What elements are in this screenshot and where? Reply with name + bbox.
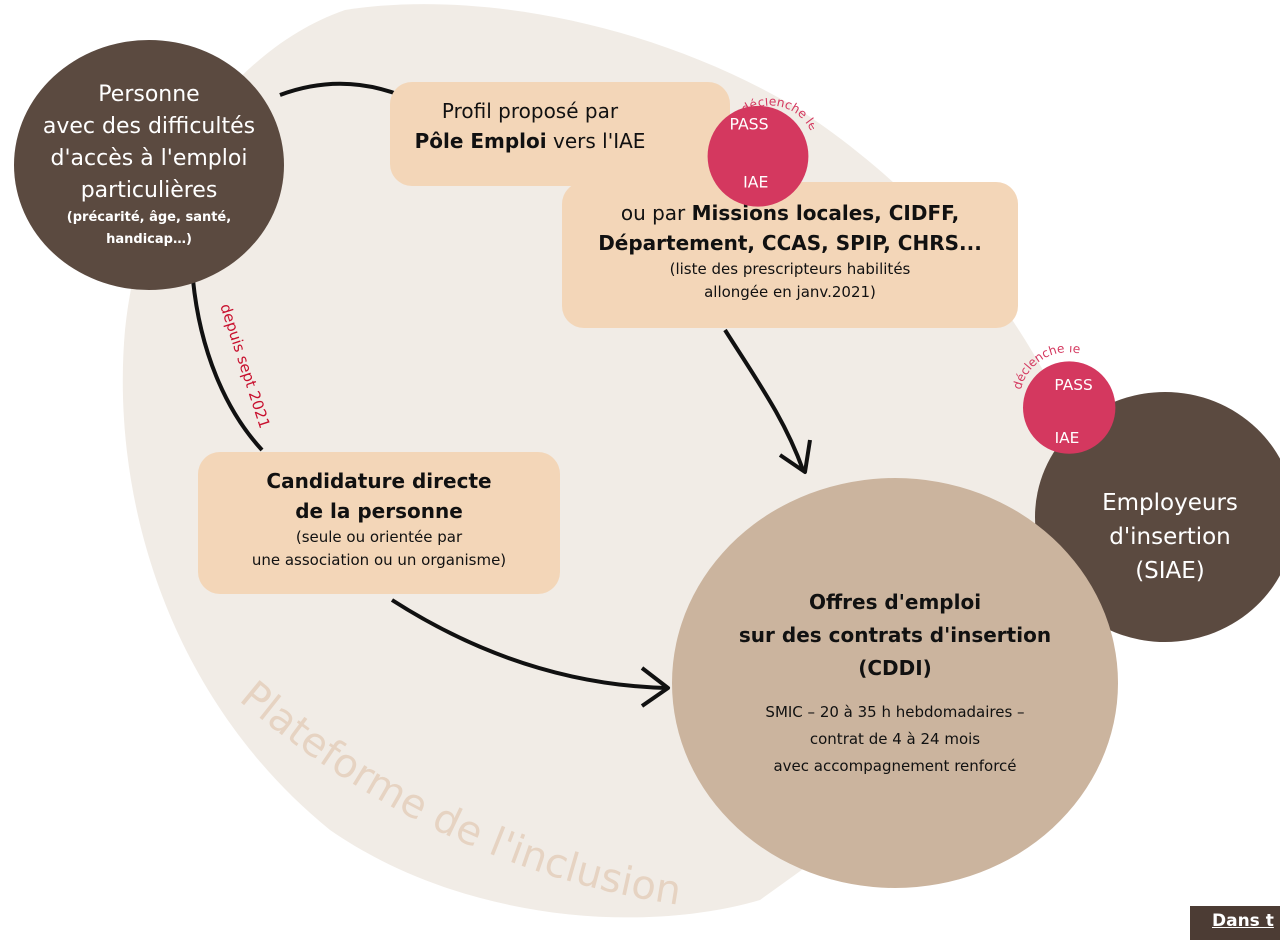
missions-line-1: ou par Missions locales, CIDFF,	[562, 198, 1018, 228]
arrow-icon	[640, 666, 670, 708]
pole-emploi-name: Pôle Emploi	[414, 129, 547, 153]
dans-tab-link[interactable]: Dans t	[1190, 906, 1280, 940]
person-line-4: particulières	[80, 178, 218, 203]
person-note-1: (précarité, âge, santé,	[66, 210, 232, 225]
pole-emploi-box: Profil proposé par Pôle Emploi vers l'IA…	[390, 82, 730, 186]
candidature-note-1: (seule ou orientée par	[295, 528, 463, 546]
person-circle: Personne avec des difficultés d'accès à …	[14, 40, 284, 290]
employeurs-line-3: (SIAE)	[1135, 558, 1205, 584]
offres-circle: Offres d'emploi sur des contrats d'inser…	[672, 478, 1118, 888]
candidature-box: Candidature directe de la personne (seul…	[198, 452, 560, 594]
missions-bold-1: Missions locales, CIDFF,	[691, 201, 960, 225]
pass-badge-pass-2: PASS	[1054, 376, 1092, 394]
arrow-candidature-to-offres	[390, 598, 667, 690]
missions-prefix: ou par	[620, 201, 692, 225]
candidature-note-2: une association ou un organisme)	[251, 551, 507, 569]
missions-line-2: Département, CCAS, SPIP, CHRS...	[598, 231, 982, 255]
offres-detail-3: avec accompagnement renforcé	[773, 757, 1017, 775]
candidature-line-2: de la personne	[295, 499, 463, 523]
person-line-1: Personne	[98, 82, 200, 107]
offres-line-1: Offres d'emploi	[808, 590, 982, 614]
arrow-icon	[778, 439, 812, 474]
candidature-line-1: Candidature directe	[266, 469, 492, 493]
offres-line-2: sur des contrats d'insertion	[738, 623, 1052, 647]
offres-detail-2: contrat de 4 à 24 mois	[809, 730, 981, 748]
pass-iae-badge: déclenche le PASS IAE	[1012, 346, 1116, 454]
offres-detail-1: SMIC – 20 à 35 h hebdomadaires –	[765, 703, 1025, 721]
pass-badge-pass: PASS	[730, 114, 769, 133]
pass-badge-iae-2: IAE	[1055, 429, 1080, 447]
pole-emploi-suffix: vers l'IAE	[546, 129, 646, 153]
pass-badge-iae: IAE	[743, 173, 768, 192]
pass-iae-badge: déclenche le PASS IAE	[707, 98, 814, 207]
connector-person-to-pole-emploi	[279, 81, 401, 97]
person-line-3: d'accès à l'emploi	[50, 146, 248, 171]
missions-box: ou par Missions locales, CIDFF, Départem…	[562, 182, 1018, 328]
employeurs-line-1: Employeurs	[1102, 490, 1238, 516]
connector-person-to-candidature	[191, 279, 264, 452]
missions-note-2: allongée en janv.2021)	[704, 283, 876, 301]
person-note-2: handicap…)	[106, 232, 192, 247]
pole-emploi-line-1: Profil proposé par	[441, 99, 619, 123]
missions-note-1: (liste des prescripteurs habilités	[669, 260, 911, 278]
offres-line-3: (CDDI)	[858, 656, 932, 680]
employeurs-line-2: d'insertion	[1109, 524, 1231, 550]
pole-emploi-line-2: Pôle Emploi vers l'IAE	[390, 126, 730, 156]
person-line-2: avec des difficultés	[42, 114, 256, 139]
arrow-missions-to-offres	[723, 328, 805, 471]
